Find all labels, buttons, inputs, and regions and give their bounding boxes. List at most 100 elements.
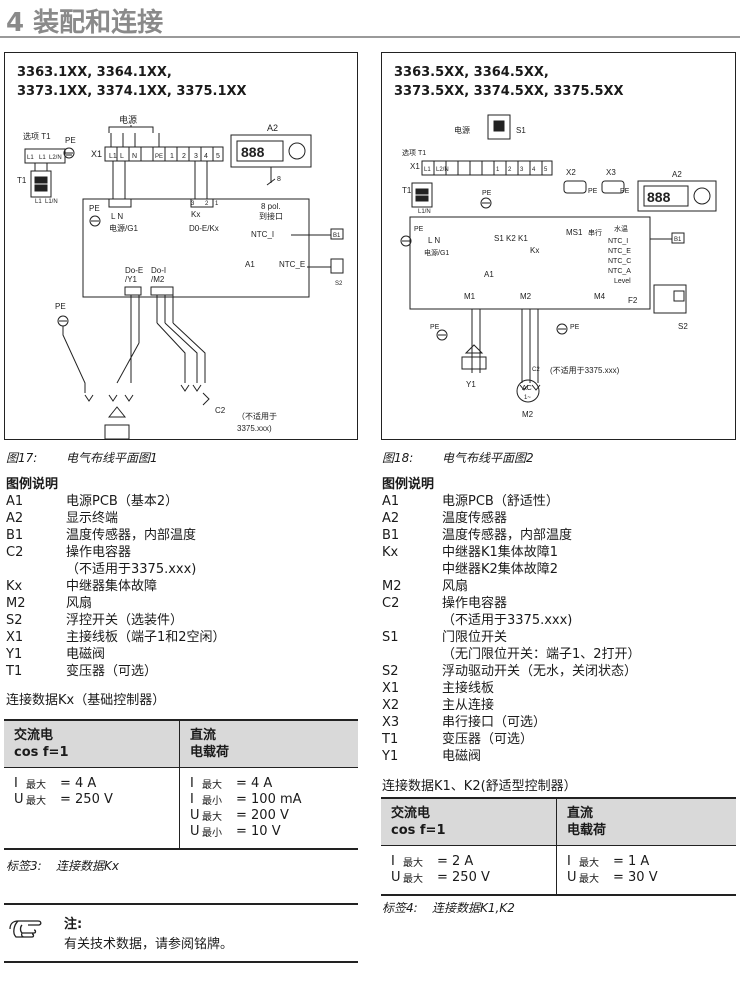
connection-data-heading-kx: 连接数据Kx（基础控制器） bbox=[6, 693, 166, 708]
model-line: 3373.1XX, 3374.1XX, 3375.1XX bbox=[17, 84, 247, 99]
spec-symbol: U bbox=[190, 808, 200, 823]
spec-symbol: U bbox=[391, 870, 401, 885]
label-power: 电源 bbox=[119, 114, 137, 125]
label-port: 到接口 bbox=[259, 211, 283, 221]
legend-code: Kx bbox=[382, 545, 399, 560]
legend-description: 电磁阀 bbox=[66, 647, 106, 662]
header-dc: 直流 电载荷 bbox=[190, 728, 230, 760]
label-pe-x: PE bbox=[588, 188, 598, 195]
figure-text: 电气布线平面图1 bbox=[66, 451, 158, 465]
figure-text: 电气布线平面图2 bbox=[442, 451, 534, 465]
table-label: 标签4: bbox=[382, 901, 418, 915]
spec-value: = 250 V bbox=[60, 792, 113, 807]
display-digits: 888 bbox=[241, 144, 265, 160]
spec-subscript: 最小 bbox=[202, 796, 222, 807]
label-t1-l1-bottom: L1 bbox=[35, 199, 42, 205]
table-text: 连接数据K1,K2 bbox=[432, 901, 515, 915]
label-y1: Y1 bbox=[466, 380, 476, 389]
legend-heading: 图例说明 bbox=[382, 477, 435, 492]
legend-description: 中继器K2集体故障2 bbox=[442, 562, 559, 577]
table-caption-4: 标签4: 连接数据K1,K2 bbox=[382, 899, 515, 916]
legend-description: 温度传感器，内部温度 bbox=[66, 528, 197, 543]
spec-value: = 1 A bbox=[613, 854, 650, 869]
legend-description: 温度传感器 bbox=[442, 511, 508, 526]
label-s2: S2 bbox=[678, 322, 688, 331]
label-level: Level bbox=[614, 278, 631, 285]
label-f2: F2 bbox=[628, 296, 638, 305]
label-x2: X2 bbox=[566, 168, 576, 177]
model-line: 3363.5XX, 3364.5XX, bbox=[394, 65, 549, 80]
label-kx: Kx bbox=[530, 246, 539, 255]
spec-value: = 250 V bbox=[437, 870, 490, 885]
table-text: 连接数据Kx bbox=[56, 859, 119, 873]
label-pe-top: PE bbox=[65, 136, 76, 145]
table-label: 标签3: bbox=[6, 859, 42, 873]
label-pe-ground: PE bbox=[55, 302, 66, 311]
spec-value: = 100 mA bbox=[236, 792, 302, 807]
wiring-schematic-2: 电源 S1 选项 T1 X1 L1 L2/N 1 2 3 4 5 T1 L1/N… bbox=[400, 114, 717, 419]
legend-code: C2 bbox=[6, 545, 24, 560]
display-digits: 888 bbox=[647, 189, 671, 205]
spec-symbol: I bbox=[567, 854, 571, 869]
legend-item: （无门限位开关：端子1、2打开） bbox=[382, 646, 736, 663]
model-line: 3363.1XX, 3364.1XX, bbox=[17, 65, 172, 80]
legend-description: 风扇 bbox=[66, 596, 93, 611]
figure-caption-18: 图18:电气布线平面图2 bbox=[382, 449, 534, 466]
legend-code: M2 bbox=[382, 579, 402, 594]
label-kx: Kx bbox=[191, 210, 200, 219]
legend-code: B1 bbox=[382, 528, 400, 543]
legend-description: （不适用于3375.xxx) bbox=[442, 613, 573, 628]
spec-subscript: 最大 bbox=[403, 858, 423, 869]
model-list-2: 3363.5XX, 3364.5XX, 3373.5XX, 3374.5XX, … bbox=[394, 63, 624, 101]
label-pin2: 2 bbox=[182, 153, 186, 160]
label-c2-note1: （不适用于 bbox=[237, 411, 277, 421]
legend-description: （不适用于3375.xxx) bbox=[66, 562, 197, 577]
legend-code: Kx bbox=[6, 579, 23, 594]
label-l1: L1 bbox=[109, 153, 117, 160]
wiring-diagram-1: 3363.1XX, 3364.1XX, 3373.1XX, 3374.1XX, … bbox=[4, 52, 358, 440]
note-title: 注: bbox=[64, 917, 83, 932]
header-ac: 交流电 cos f=1 bbox=[4, 721, 180, 767]
header-ac: 交流电 cos f=1 bbox=[381, 799, 557, 845]
legend-code: A2 bbox=[6, 511, 24, 526]
legend-description: 主从连接 bbox=[442, 698, 495, 713]
connection-data-heading-k1k2: 连接数据K1、K2(舒适型控制器） bbox=[382, 779, 577, 794]
label-option-t1: 选项 T1 bbox=[402, 148, 426, 157]
legend-code: X1 bbox=[6, 630, 24, 645]
label-t1: T1 bbox=[17, 176, 27, 185]
legend-code: C2 bbox=[382, 596, 400, 611]
label-l: L bbox=[120, 153, 124, 160]
spec-subscript: 最大 bbox=[202, 780, 222, 791]
label-pe-m2: PE bbox=[570, 324, 580, 331]
label-pin5: 5 bbox=[544, 167, 548, 173]
legend-description: 显示终端 bbox=[66, 511, 119, 526]
label-doe-y1: Do-E/Y1 bbox=[125, 266, 143, 284]
legend-description: 电源PCB（舒适性） bbox=[442, 494, 559, 509]
label-a2: A2 bbox=[267, 123, 278, 133]
label-x1: X1 bbox=[91, 149, 102, 159]
spec-value: = 30 V bbox=[613, 870, 658, 885]
label-ntc-i: NTC_I bbox=[608, 238, 628, 245]
legend-code: Y1 bbox=[382, 749, 399, 764]
label-pe-a2: PE bbox=[620, 188, 630, 195]
spec-symbol: I bbox=[190, 776, 194, 791]
